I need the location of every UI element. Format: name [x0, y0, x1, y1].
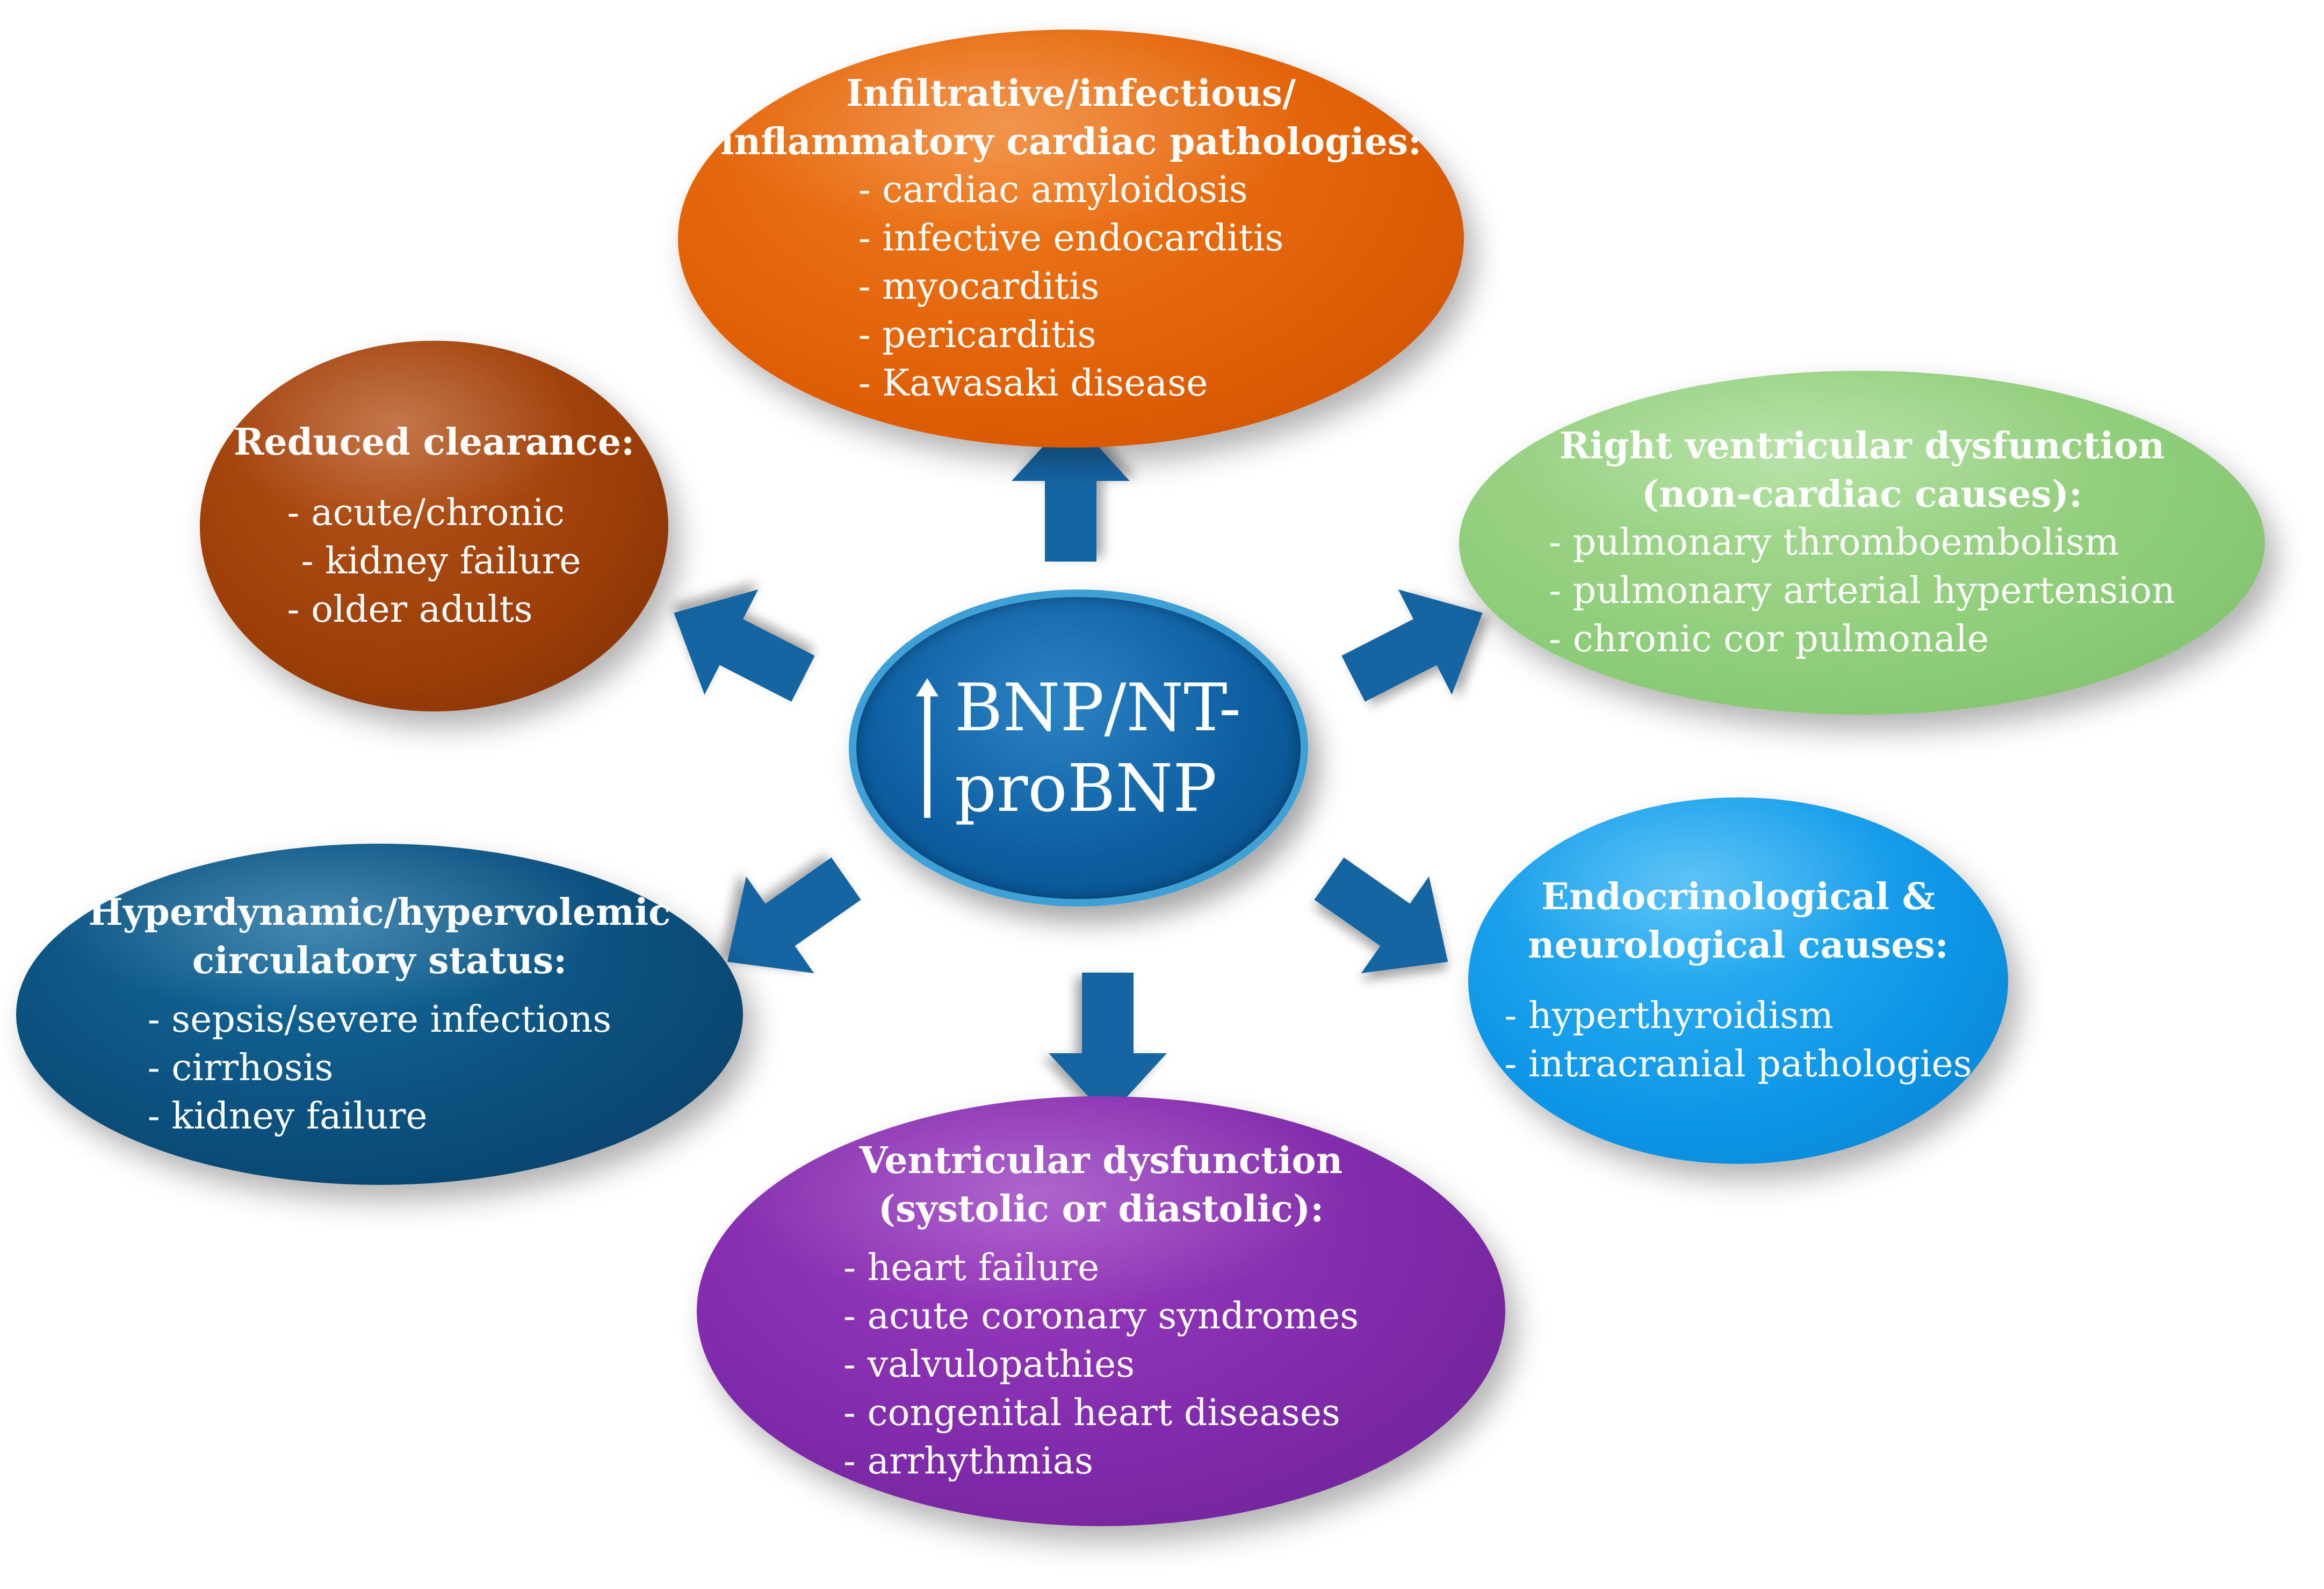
up-arrow-icon — [915, 678, 939, 818]
list-item: acute coronary syndromes — [843, 1292, 1359, 1341]
node-hyperdynamic-status: Hyperdynamic/hypervolemic circulatory st… — [16, 844, 743, 1185]
list-item: pericarditis — [858, 311, 1284, 359]
list-item: arrhythmias — [843, 1437, 1359, 1486]
node-endocrinological-neurological: Endocrinological & neurological causes: … — [1468, 797, 2008, 1164]
node-title: Right ventricular dysfunction (non-cardi… — [1559, 425, 2165, 516]
node-list: heart failure acute coronary syndromes v… — [843, 1244, 1359, 1486]
central-label: BNP/NT- proBNP — [954, 670, 1242, 826]
node-reduced-clearance: Reduced clearance: acute/chronic kidney … — [200, 341, 668, 711]
node-list: pulmonary thromboembolism pulmonary arte… — [1549, 519, 2175, 664]
node-title: Reduced clearance: — [233, 421, 635, 464]
list-item: Kawasaki disease — [858, 359, 1284, 408]
list-item: kidney failure — [148, 1092, 612, 1141]
node-list: hyperthyroidism intracranial pathologies — [1504, 992, 1972, 1089]
node-list: cardiac amyloidosis infective endocardit… — [858, 166, 1284, 408]
node-right-ventricular-dysfunction: Right ventricular dysfunction (non-cardi… — [1459, 371, 2265, 715]
node-title: Endocrinological & neurological causes: — [1528, 875, 1948, 967]
arrow-to-bottom-right — [1295, 830, 1482, 1010]
arrow-to-top-left — [647, 560, 830, 732]
node-title: Infiltrative/infectious/ inflammatory ca… — [720, 72, 1422, 163]
list-item: myocarditis — [858, 263, 1284, 311]
node-list: sepsis/severe infections cirrhosis kidne… — [148, 996, 612, 1141]
list-item-continuation: kidney failure — [287, 537, 581, 586]
node-title: Hyperdynamic/hypervolemic circulatory st… — [88, 890, 671, 982]
list-item: congenital heart diseases — [843, 1389, 1359, 1437]
list-item: pulmonary thromboembolism — [1549, 519, 2175, 567]
list-item: valvulopathies — [843, 1341, 1359, 1389]
list-item: cardiac amyloidosis — [858, 166, 1284, 214]
list-item: pulmonary arterial hypertension — [1549, 567, 2175, 615]
list-item: infective endocarditis — [858, 214, 1283, 263]
list-item: hyperthyroidism — [1504, 992, 1972, 1040]
central-node-bnp: BNP/NT- proBNP — [849, 589, 1308, 907]
list-item: acute/chronic — [287, 489, 581, 537]
list-item: older adults — [287, 586, 581, 634]
list-item: sepsis/severe infections — [148, 996, 611, 1044]
list-item: intracranial pathologies — [1504, 1040, 1972, 1089]
list-item: cirrhosis — [148, 1044, 612, 1092]
list-item: heart failure — [843, 1244, 1359, 1292]
node-ventricular-dysfunction: Ventricular dysfunction (systolic or dia… — [697, 1096, 1505, 1526]
node-list: acute/chronic kidney failure older adult… — [287, 489, 581, 634]
node-title: Ventricular dysfunction (systolic or dia… — [859, 1139, 1343, 1231]
list-item: chronic cor pulmonale — [1549, 615, 2175, 664]
node-infiltrative-pathologies: Infiltrative/infectious/ inflammatory ca… — [678, 30, 1464, 448]
